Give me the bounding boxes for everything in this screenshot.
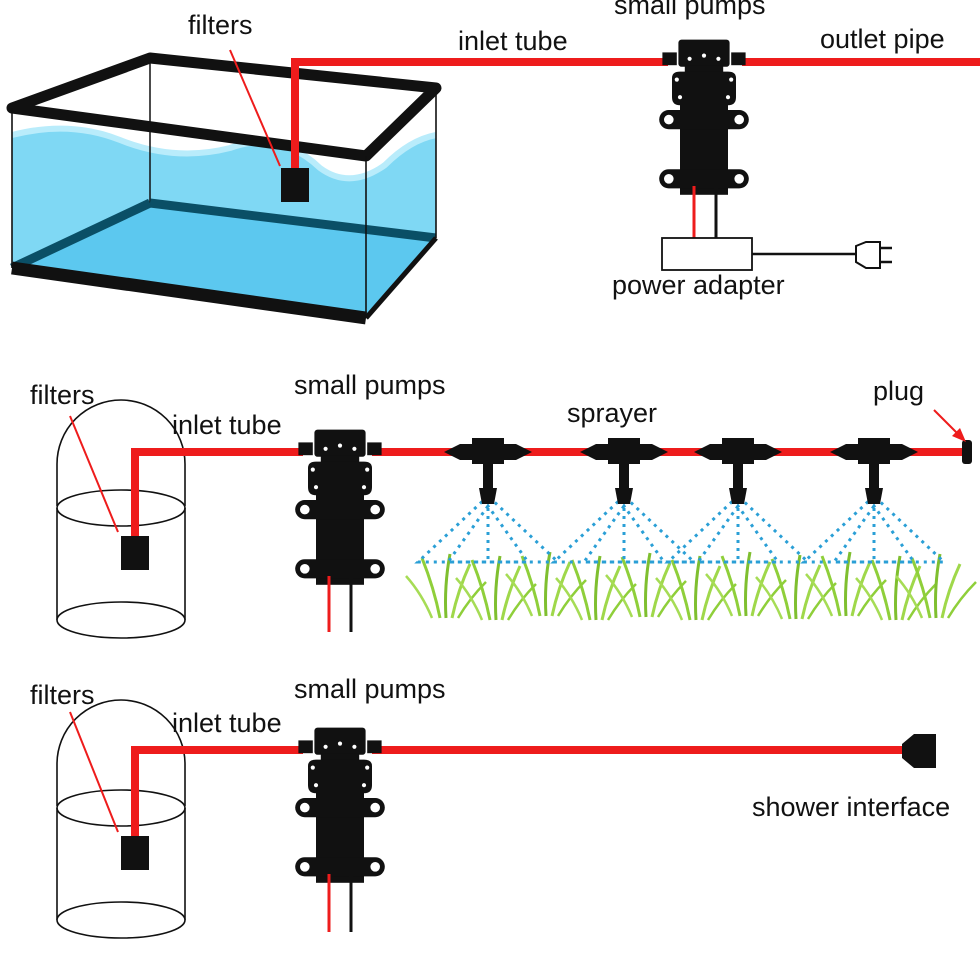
spray-cone	[550, 493, 698, 564]
sprayer-tee	[444, 438, 532, 504]
power-adapter-box	[661, 237, 753, 271]
section-shower: filters inlet tube small pumps shower in…	[30, 674, 950, 939]
end-plug	[962, 440, 972, 464]
section-sprayer: filters inlet tube small pumps sprayer p…	[30, 370, 978, 639]
filter-2	[121, 536, 149, 570]
sprayer-tee	[580, 438, 668, 504]
inlet-tube-3	[131, 746, 303, 836]
label-small-pumps-1: small pumps	[614, 0, 766, 20]
sprayer-tee	[694, 438, 782, 504]
filter-jar-2	[56, 399, 186, 639]
spray-cone	[664, 493, 812, 564]
filter-jar-3	[56, 699, 186, 939]
filter-1	[281, 168, 309, 202]
label-filters-3: filters	[30, 680, 95, 710]
label-small-pumps-2: small pumps	[294, 370, 446, 400]
aquarium-tank	[6, 52, 442, 325]
filter-pointer-3	[69, 711, 119, 833]
filter-pointer-1	[229, 49, 281, 167]
sprayer-tee	[830, 438, 918, 504]
plug-icon	[855, 241, 892, 269]
pump-2	[295, 429, 385, 585]
label-inlet-tube-2: inlet tube	[172, 410, 282, 440]
spray-cone	[800, 493, 948, 564]
spray-cone	[414, 493, 562, 564]
shower-interface-fitting	[902, 734, 936, 768]
filter-pointer-2	[69, 415, 119, 533]
pump-3	[295, 727, 385, 883]
label-plug: plug	[873, 376, 924, 406]
inlet-tube-1	[291, 58, 668, 168]
label-filters-1: filters	[188, 10, 253, 40]
plug-pointer-arrowhead	[952, 428, 966, 442]
label-filters-2: filters	[30, 380, 95, 410]
label-power-adapter: power adapter	[612, 270, 785, 300]
label-shower-interface: shower interface	[752, 792, 950, 822]
inlet-tube-2	[131, 448, 303, 538]
label-outlet-pipe: outlet pipe	[820, 24, 945, 54]
label-small-pumps-3: small pumps	[294, 674, 446, 704]
section-aquarium: filters inlet tube small pumps outlet pi…	[6, 0, 980, 325]
label-inlet-tube-1: inlet tube	[458, 26, 568, 56]
filter-3	[121, 836, 149, 870]
label-sprayer: sprayer	[567, 398, 657, 428]
pump-1	[659, 39, 749, 195]
label-inlet-tube-3: inlet tube	[172, 708, 282, 738]
